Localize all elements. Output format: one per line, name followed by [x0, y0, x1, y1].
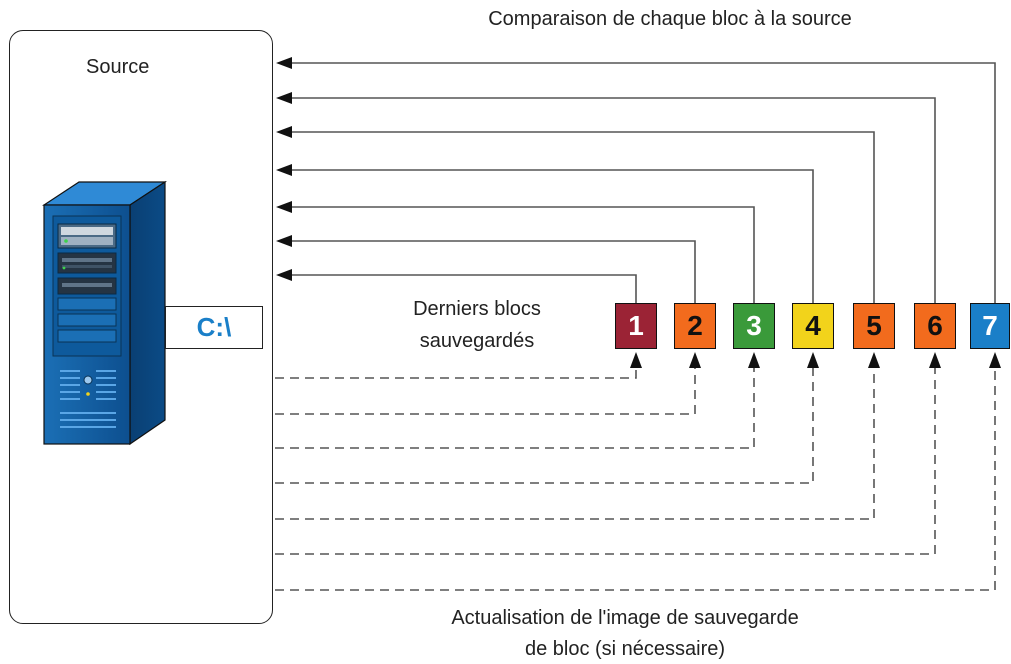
- comparison-arrows: [290, 62, 996, 303]
- comparison-arrow-4: [290, 169, 814, 303]
- server-tower-icon: [41, 180, 168, 446]
- update-arrow-7: [275, 368, 996, 591]
- arrowhead: [276, 126, 292, 138]
- update-arrow-4: [275, 368, 814, 484]
- update-arrow-2: [275, 368, 696, 415]
- block-3: 3: [733, 303, 775, 349]
- arrowhead: [276, 201, 292, 213]
- block-7: 7: [970, 303, 1010, 349]
- arrowhead: [868, 352, 880, 368]
- comparison-arrow-5: [290, 131, 875, 303]
- bottom-label-line1: Actualisation de l'image de sauvegarde: [451, 607, 799, 629]
- comparison-arrow-7: [290, 62, 996, 303]
- arrowhead: [929, 352, 941, 368]
- blocks-label-line1: Derniers blocs: [413, 298, 541, 320]
- update-arrows: [275, 368, 996, 591]
- comparison-arrow-3: [290, 206, 755, 303]
- arrowhead: [630, 352, 642, 368]
- block-5: 5: [853, 303, 895, 349]
- block-6: 6: [914, 303, 956, 349]
- arrowhead: [689, 352, 701, 368]
- arrowhead: [989, 352, 1001, 368]
- update-arrow-3: [275, 368, 755, 449]
- arrowhead: [276, 235, 292, 247]
- arrowhead: [276, 269, 292, 281]
- update-arrow-5: [275, 368, 875, 520]
- top-title: Comparaison de chaque bloc à la source: [488, 8, 852, 30]
- arrowhead: [276, 92, 292, 104]
- arrowhead: [748, 352, 760, 368]
- source-label: Source: [86, 56, 150, 78]
- update-arrow-6: [275, 368, 936, 555]
- arrowhead: [807, 352, 819, 368]
- comparison-arrow-2: [290, 240, 696, 303]
- arrowhead: [276, 164, 292, 176]
- drive-label: C:\: [165, 306, 263, 349]
- blocks-label-line2: sauvegardés: [419, 330, 535, 352]
- comparison-arrow-6: [290, 97, 936, 303]
- block-4: 4: [792, 303, 834, 349]
- comparison-arrow-1: [290, 274, 637, 303]
- block-2: 2: [674, 303, 716, 349]
- bottom-label-line2: de bloc (si nécessaire): [524, 638, 726, 660]
- update-arrow-1: [275, 368, 637, 379]
- comparison-arrowheads: [276, 57, 292, 281]
- block-1: 1: [615, 303, 657, 349]
- arrowhead: [276, 57, 292, 69]
- update-arrowheads: [630, 352, 1001, 368]
